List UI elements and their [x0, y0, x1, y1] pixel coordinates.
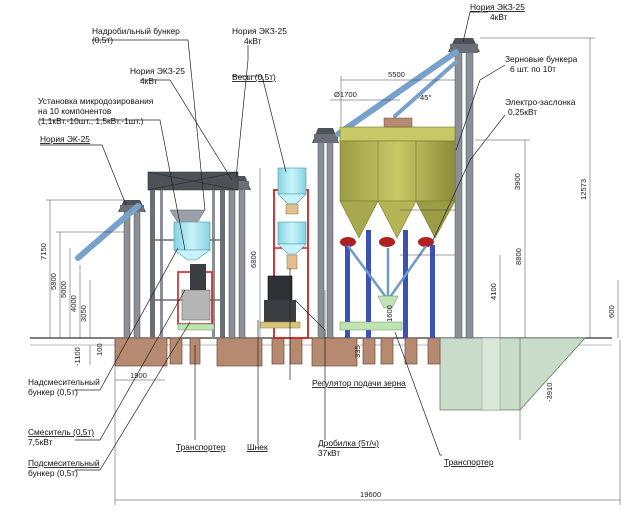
dim-1900: 1900	[130, 371, 147, 380]
label-noria-mid-power: 4кВт	[244, 36, 262, 46]
dim-1100: -1100	[73, 347, 82, 366]
dim-5500: 5500	[388, 70, 405, 79]
leader-lines	[40, 11, 506, 471]
noria-middle	[223, 176, 251, 339]
label-noria-right-power: 4кВт	[140, 76, 158, 86]
dim-6800: 6800	[249, 251, 258, 268]
dim-5000: 5000	[59, 281, 68, 298]
pit-wall	[481, 337, 501, 411]
label-noria-top-left-power: 4кВт	[490, 12, 508, 22]
dim-4000: 4000	[69, 295, 78, 312]
noria-silo-left	[312, 128, 339, 339]
silo-legs	[339, 230, 435, 338]
label-podsmes-1: Подсмесительный	[28, 458, 100, 468]
dimension-labels: 5500 Ø1700 45° 3900 12573 8800 4100 600 …	[39, 70, 616, 499]
label-zernovye-bunkera: Зерновые бункера	[505, 54, 578, 64]
label-shnek: Шнек	[247, 442, 268, 452]
label-noria-right: Нория ЭКЗ-25	[130, 66, 185, 76]
receiving-pit	[439, 337, 586, 411]
dim-8800: 8800	[514, 248, 523, 265]
nadsmes-tank	[173, 221, 211, 261]
scales-tower	[273, 167, 309, 339]
label-noria-mid: Нория ЭКЗ-25	[232, 26, 287, 36]
dim-1700: Ø1700	[334, 90, 357, 99]
label-elektro-zaslonka-power: 0,25кВт	[508, 107, 537, 117]
dim-335: 335	[353, 345, 362, 358]
dim-angle: 45°	[420, 93, 431, 102]
dim-4100: 4100	[489, 283, 498, 300]
label-drobilka-1: Дробилка (5т/ч)	[318, 438, 379, 448]
silos	[339, 117, 456, 247]
label-noria-left: Нория ЭК-25	[40, 134, 90, 144]
label-nadsmes-1: Надсмесительный	[28, 377, 100, 387]
dim-19600: 19600	[360, 490, 381, 499]
dim-1600: 1600	[385, 305, 394, 322]
dim-12573: 12573	[579, 179, 588, 200]
label-nadrob-bunker-cap: (0,5т)	[92, 35, 113, 45]
dim-3050: 3050	[79, 305, 88, 322]
label-microdoz-2: на 10 компонентов	[38, 106, 112, 116]
label-smesitel-1: Смеситель (0,5т)	[28, 427, 94, 437]
dim-5800: 5800	[49, 273, 58, 290]
dim-7150: 7150	[39, 243, 48, 260]
label-zernovye-bunkera-qty: 6 шт. по 10т	[510, 64, 556, 74]
label-microdoz-3: (1,1кВт.-10шт., 1,5кВт.-1шт.)	[38, 116, 144, 126]
label-podsmes-2: бункер (0,5т)	[28, 468, 78, 478]
dim-600: 600	[607, 305, 616, 318]
dim-3900: 3900	[513, 173, 522, 190]
label-vesy: Весы (0,5т)	[232, 72, 276, 82]
label-nadsmes-2: бункер (0,5т)	[28, 387, 78, 397]
foundations	[114, 337, 441, 367]
label-transporter-right: Транспортер	[444, 457, 494, 467]
label-transporter-left: Транспортер	[176, 442, 226, 452]
label-nadrob-bunker: Надробильный бункер	[92, 26, 180, 36]
label-microdoz-1: Установка микродозирования	[38, 96, 153, 106]
callout-labels: Нория ЭКЗ-25 4кВт Надробильный бункер (0…	[28, 2, 578, 478]
label-smesitel-2: 7,5кВт	[28, 437, 53, 447]
label-regulator: Регулятор подачи зерна	[312, 378, 406, 388]
dim-100: 100	[95, 343, 104, 356]
label-noria-top-left: Нория ЭКЗ-25	[470, 2, 525, 12]
dim-3910: -3910	[545, 383, 554, 402]
label-elektro-zaslonka: Электро-заслонка	[505, 97, 576, 107]
dimension-lines	[46, 37, 621, 505]
mixer	[177, 264, 215, 331]
crusher	[259, 275, 301, 329]
label-drobilka-2: 37кВт	[318, 448, 340, 458]
